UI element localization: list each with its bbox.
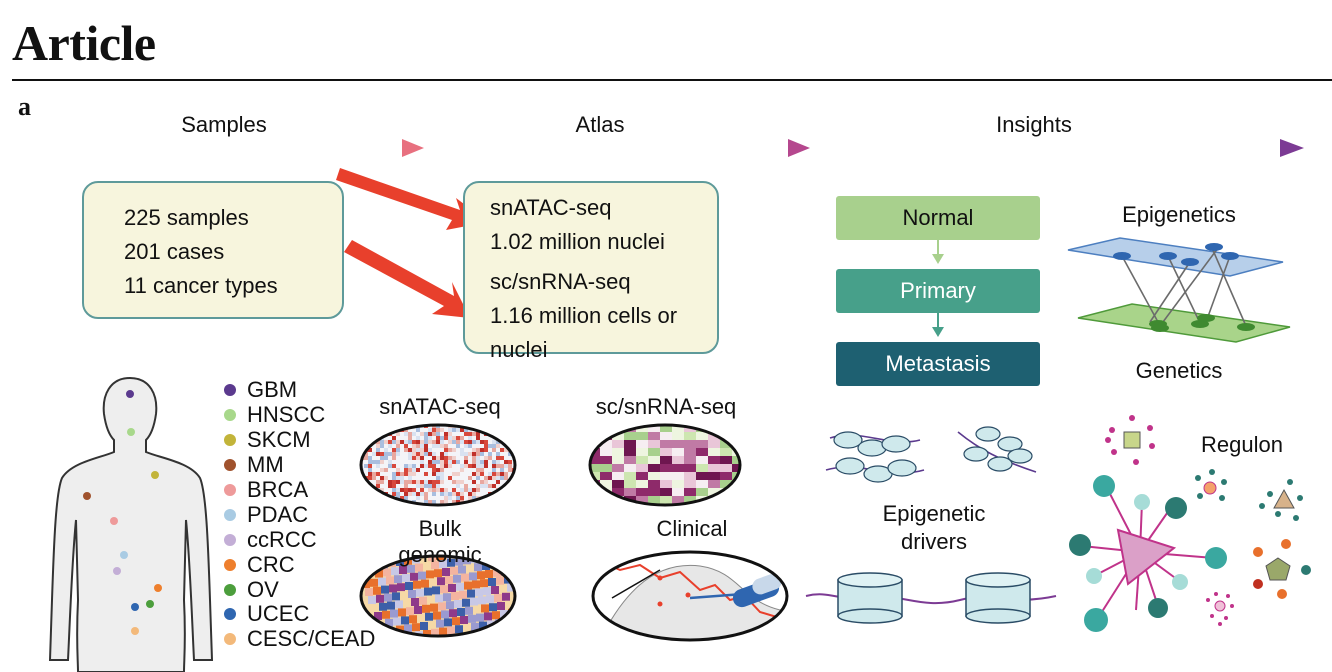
legend-dot [224, 508, 236, 521]
epigenetic-drivers-label: Epigenetic drivers [858, 500, 1010, 556]
legend-dot [224, 633, 236, 646]
legend-dot [224, 533, 236, 546]
legend-dot [224, 384, 236, 397]
legend-dot [224, 409, 236, 422]
legend-item: UCEC [224, 602, 375, 627]
legend-label: BRCA [247, 477, 309, 502]
legend-label: ccRCC [247, 526, 317, 552]
scrna-data-label: sc/snRNA-seq [595, 394, 737, 419]
scrna-seq-title: sc/snRNA-seq [490, 269, 631, 294]
stage-insights: Insights [996, 112, 1072, 137]
legend-label: PDAC [247, 501, 309, 527]
clinical-label: Clinical [656, 516, 728, 541]
nucleosome-graphic-right [957, 426, 1037, 473]
legend-label: MM [247, 452, 284, 478]
mini-regulon-top [1105, 415, 1155, 465]
article-heading: Article [12, 15, 156, 71]
samples-to-atlas-arrows [336, 168, 488, 318]
stage-atlas: Atlas [575, 112, 625, 137]
bulk-genomic-label: Bulk genomic [398, 516, 482, 567]
stage-samples: Samples [181, 112, 267, 137]
scrna-seq-value-1: 1.16 million cells or [490, 303, 678, 328]
legend-item: OV [224, 577, 375, 602]
legend-item: MM [224, 453, 375, 478]
atlas-summary-box: snATAC-seq 1.02 million nuclei sc/snRNA-… [463, 181, 719, 362]
legend-label: UCEC [247, 601, 310, 627]
legend-dot [224, 434, 236, 447]
epigenetic-drivers-cylinders [805, 572, 1057, 624]
clinical-graphic [593, 552, 787, 640]
epigenetic-drivers-line1: Epigenetic [882, 501, 986, 526]
legend-dot [224, 459, 236, 472]
scrna-seq-value-2: nuclei [490, 337, 548, 362]
regulon-network [1069, 415, 1311, 632]
epigenetics-genetics-graphic [1067, 237, 1291, 343]
legend-dot [224, 608, 236, 621]
legend-item: BRCA [224, 478, 375, 503]
legend-item: PDAC [224, 502, 375, 527]
mini-regulon-right-2 [1259, 479, 1303, 521]
snatac-data-label: snATAC-seq [379, 394, 501, 419]
normal-stage-box: Normal [836, 196, 1040, 240]
legend-label: CESC/CEAD [247, 626, 376, 652]
regulon-label: Regulon [1201, 432, 1283, 457]
snatac-seq-title: snATAC-seq [490, 195, 612, 220]
epigenetics-label: Epigenetics [1122, 202, 1236, 227]
nucleosome-graphic-left [825, 431, 925, 483]
epigenetic-drivers-line2: drivers [900, 529, 967, 554]
body-sample-dots [83, 390, 162, 635]
mini-regulon-right-3 [1253, 539, 1311, 599]
legend-label: OV [247, 576, 279, 602]
progression-arrows [932, 240, 944, 337]
legend-dot [224, 558, 236, 571]
legend-item: CRC [224, 552, 375, 577]
scrna-heatmap [590, 425, 740, 505]
legend-item: HNSCC [224, 403, 375, 428]
legend-label: GBM [247, 377, 298, 403]
timeline-arrow [55, 139, 1304, 157]
legend-item: CESC/CEAD [224, 627, 375, 652]
samples-count: 225 samples [124, 205, 249, 230]
mini-regulon-bottom [1206, 592, 1234, 626]
primary-stage-box: Primary [836, 269, 1040, 313]
legend-label: SKCM [247, 427, 311, 453]
legend-item: ccRCC [224, 527, 375, 552]
snatac-seq-value: 1.02 million nuclei [490, 229, 665, 254]
metastasis-stage-box: Metastasis [836, 342, 1040, 386]
legend-item: GBM [224, 378, 375, 403]
cancer-types-count: 11 cancer types [124, 273, 278, 298]
legend-dot [224, 583, 236, 596]
cases-count: 201 cases [124, 239, 225, 264]
heading-divider [12, 79, 1332, 81]
legend-dot [224, 484, 236, 496]
genetics-label: Genetics [1135, 358, 1223, 383]
panel-label: a [18, 92, 31, 121]
bulk-genomic-tracks [361, 556, 515, 636]
legend-item: SKCM [224, 428, 375, 453]
human-body-silhouette [48, 376, 214, 672]
legend-label: CRC [247, 551, 295, 577]
legend-label: HNSCC [247, 402, 326, 428]
mini-regulon-right-1 [1195, 469, 1227, 501]
samples-summary-box: 225 samples 201 cases 11 cancer types [82, 181, 344, 319]
